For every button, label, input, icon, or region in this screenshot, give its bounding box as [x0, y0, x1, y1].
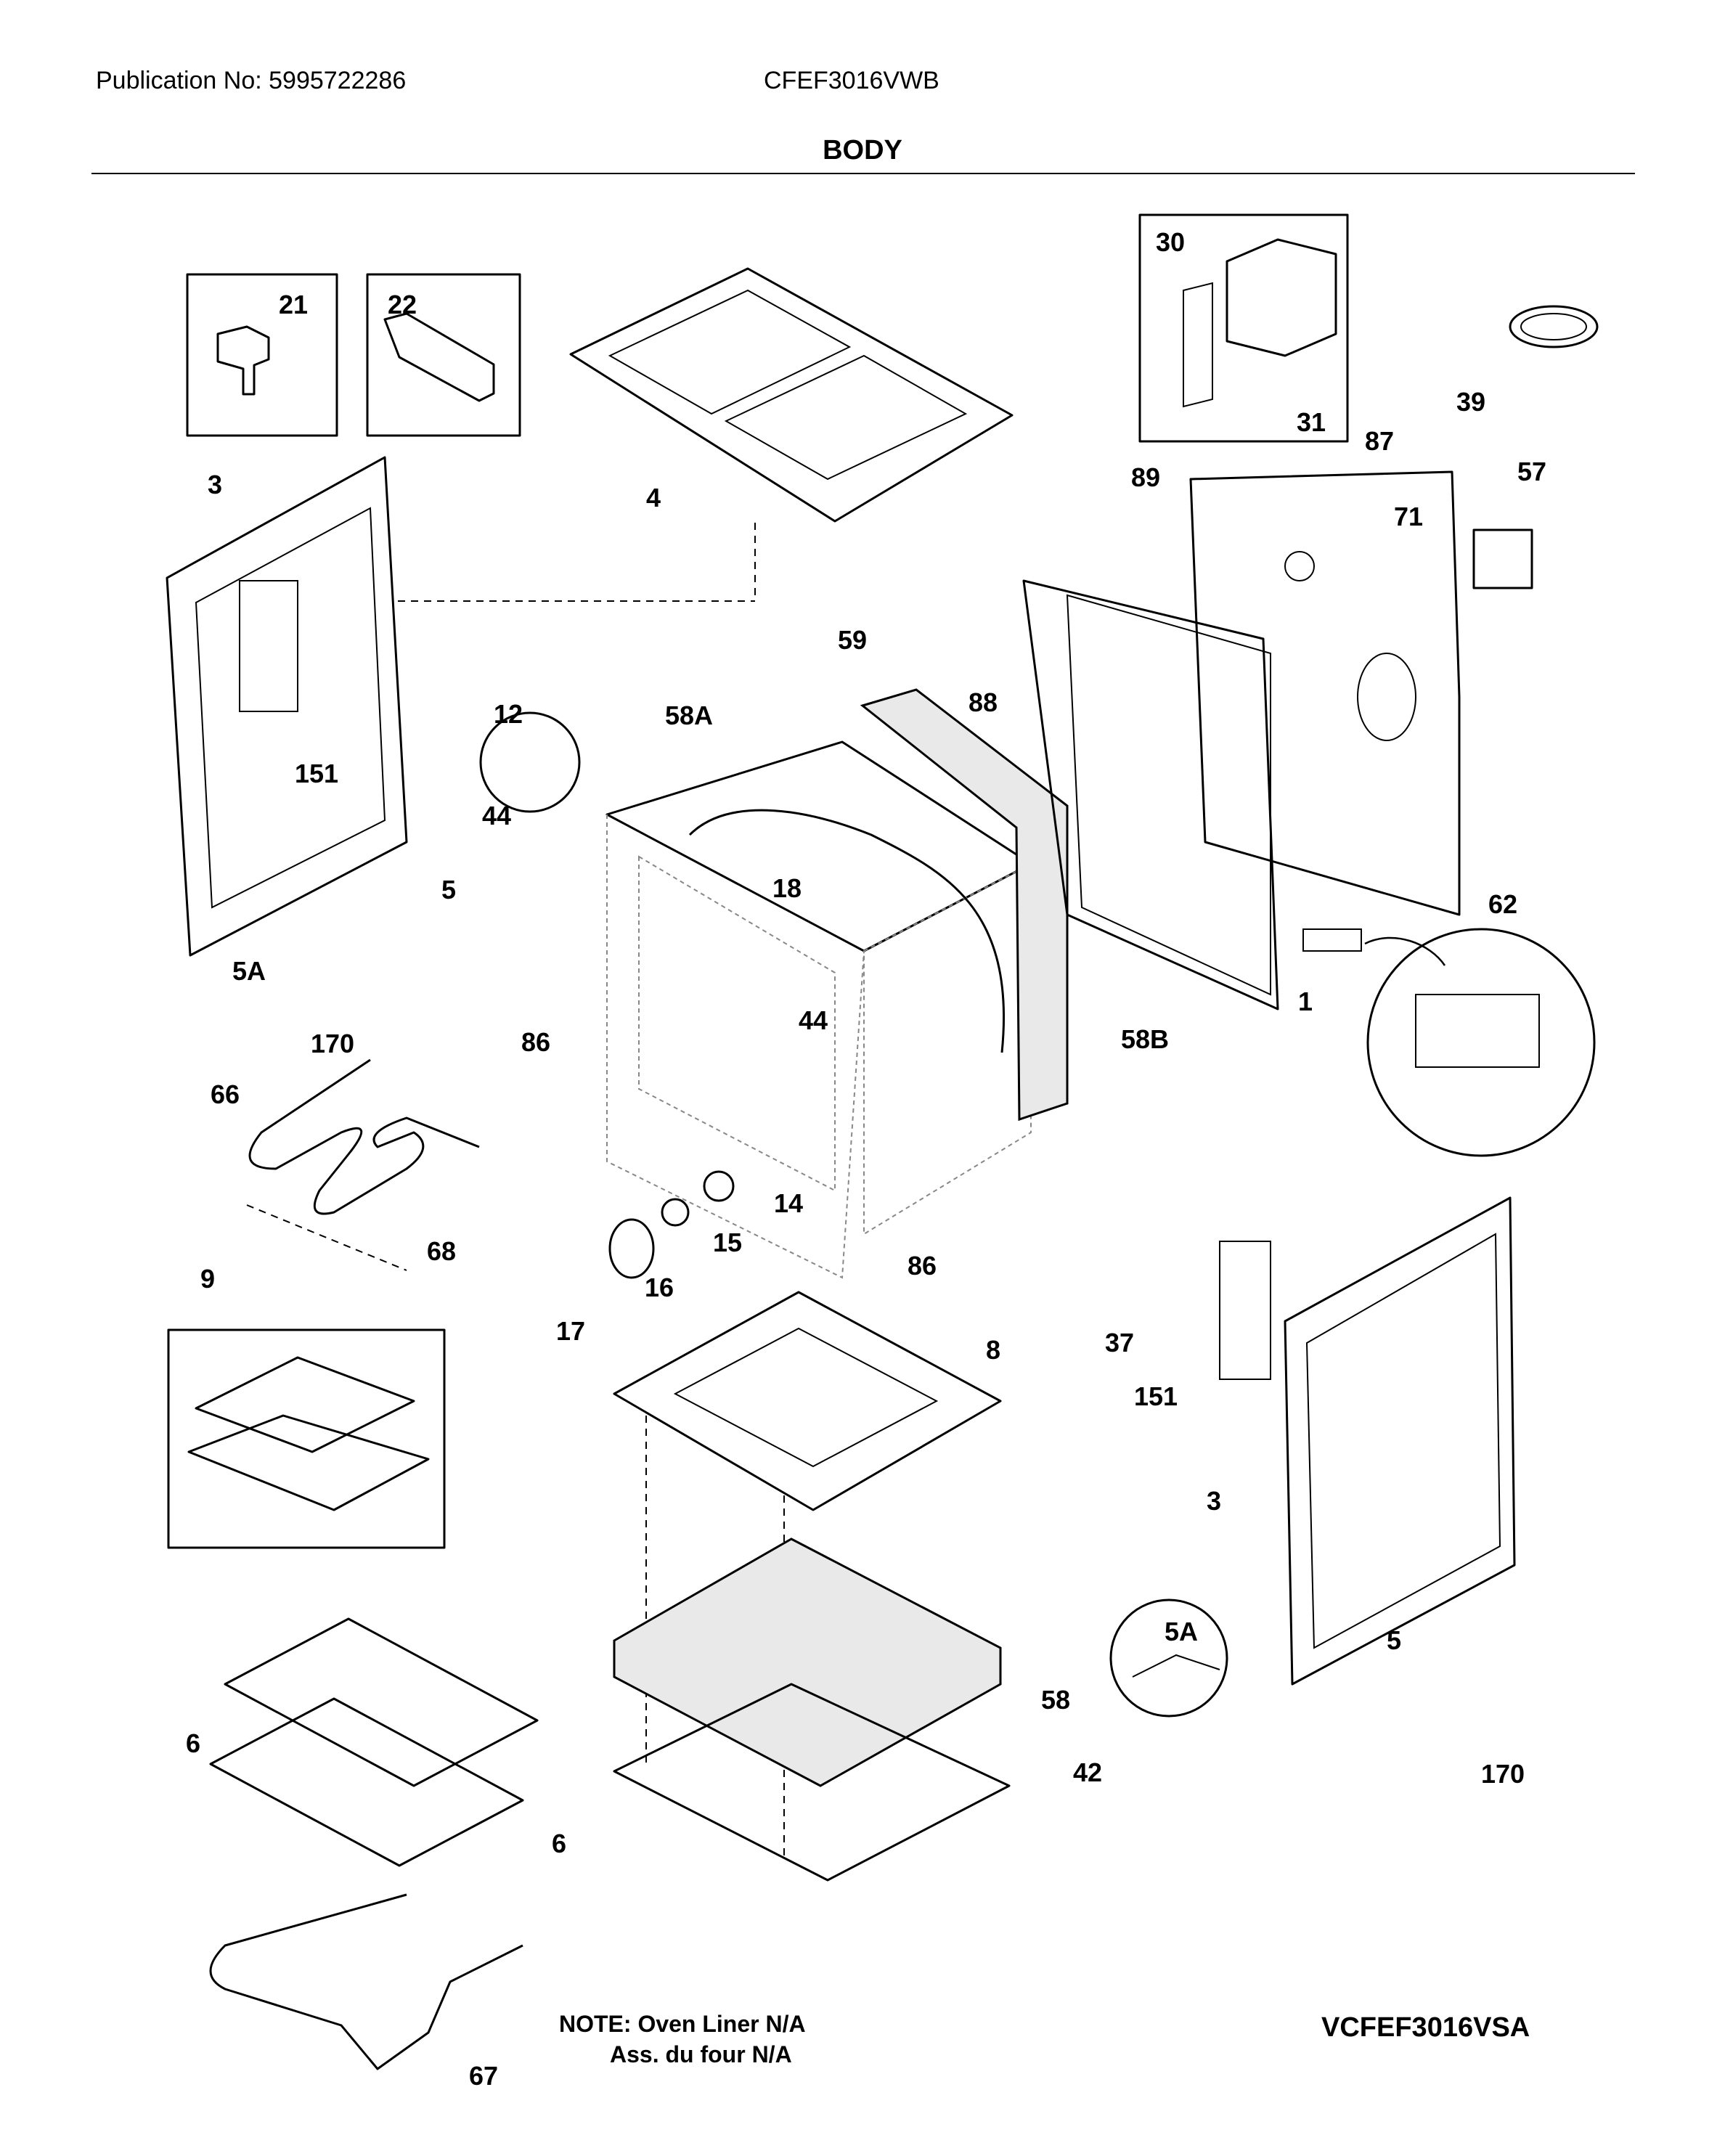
callout-5b: 5 [1387, 1625, 1401, 1655]
callout-62: 62 [1488, 889, 1517, 919]
callout-5: 5 [441, 875, 456, 905]
callout-6a: 6 [186, 1728, 200, 1758]
callout-86b: 86 [908, 1251, 937, 1281]
model-number: CFEF3016VWB [764, 67, 939, 94]
callout-30: 30 [1156, 227, 1185, 257]
part-3-side-panel-right [1219, 1196, 1516, 1686]
callout-21: 21 [279, 290, 308, 319]
part-3-side-panel-left [166, 456, 408, 957]
callout-4: 4 [646, 483, 661, 513]
callout-9: 9 [200, 1264, 215, 1294]
callout-151: 151 [295, 759, 338, 788]
section-title: BODY [823, 135, 902, 166]
callout-17: 17 [556, 1316, 585, 1346]
callout-14: 14 [774, 1188, 803, 1218]
publication-number: Publication No: 5995722286 [96, 67, 407, 94]
part-6-oven-racks [209, 1617, 539, 1867]
part-66-broil-element [246, 1058, 480, 1271]
callout-58A: 58A [665, 701, 713, 730]
part-62-terminal-block [1302, 928, 1596, 1157]
callout-67: 67 [469, 2061, 498, 2091]
parts-lamp-assembly [479, 711, 735, 1279]
callout-89: 89 [1131, 462, 1160, 492]
part-42-bottom-tray [613, 1683, 1011, 1882]
note-line-2: Ass. du four N/A [610, 2041, 792, 2067]
callout-12: 12 [494, 699, 523, 729]
note-line-1: NOTE: Oven Liner N/A [559, 2011, 806, 2037]
callout-87: 87 [1365, 426, 1394, 456]
part-39-power-cord [1509, 305, 1599, 348]
callout-170b: 170 [1481, 1759, 1525, 1789]
callout-3: 3 [208, 470, 222, 499]
callout-68: 68 [427, 1236, 456, 1266]
callout-22: 22 [388, 290, 417, 319]
part-30-31-detail-box [1138, 213, 1349, 443]
callout-5A: 5A [232, 956, 266, 986]
part-58B-insulation [688, 688, 1069, 1122]
part-8-oven-bottom [613, 1291, 1002, 1858]
callout-44a: 44 [482, 801, 511, 830]
callout-44b: 44 [799, 1005, 828, 1035]
header-rule [91, 173, 1635, 174]
callout-1: 1 [1298, 987, 1313, 1016]
callout-88: 88 [968, 687, 998, 717]
callout-6b: 6 [552, 1829, 566, 1858]
callout-57: 57 [1517, 457, 1546, 486]
callout-66: 66 [211, 1079, 240, 1109]
callout-59: 59 [838, 625, 867, 655]
callout-86a: 86 [521, 1027, 550, 1057]
part-67-bake-element [209, 1893, 523, 2070]
callout-71: 71 [1394, 502, 1423, 531]
callout-37: 37 [1105, 1328, 1134, 1357]
callout-39: 39 [1456, 387, 1485, 417]
part-22-detail-box [366, 273, 521, 437]
part-1-back-panel [1022, 579, 1279, 1010]
part-5A-leveler-detail [1109, 1598, 1228, 1718]
callout-42: 42 [1073, 1757, 1102, 1787]
part-9-broiler-pan-box [167, 1328, 446, 1549]
callout-58: 58 [1041, 1685, 1070, 1715]
callout-170: 170 [311, 1029, 354, 1058]
callout-58B: 58B [1121, 1024, 1169, 1054]
part-4-top-panel [398, 267, 1014, 602]
part-21-detail-box [186, 273, 338, 437]
diagram-code: VCFEF3016VSA [1321, 2012, 1530, 2043]
callout-31: 31 [1297, 407, 1326, 437]
callout-5Ab: 5A [1165, 1617, 1198, 1646]
callout-18: 18 [772, 873, 802, 903]
part-71-rear-panel [1189, 470, 1461, 916]
part-58-bottom-insulation [613, 1538, 1002, 1787]
callout-15: 15 [713, 1228, 742, 1257]
callout-151b: 151 [1134, 1381, 1178, 1411]
callout-3b: 3 [1207, 1486, 1221, 1516]
callout-16: 16 [645, 1273, 674, 1302]
callout-8: 8 [986, 1335, 1000, 1365]
part-57-vent [1472, 528, 1533, 589]
